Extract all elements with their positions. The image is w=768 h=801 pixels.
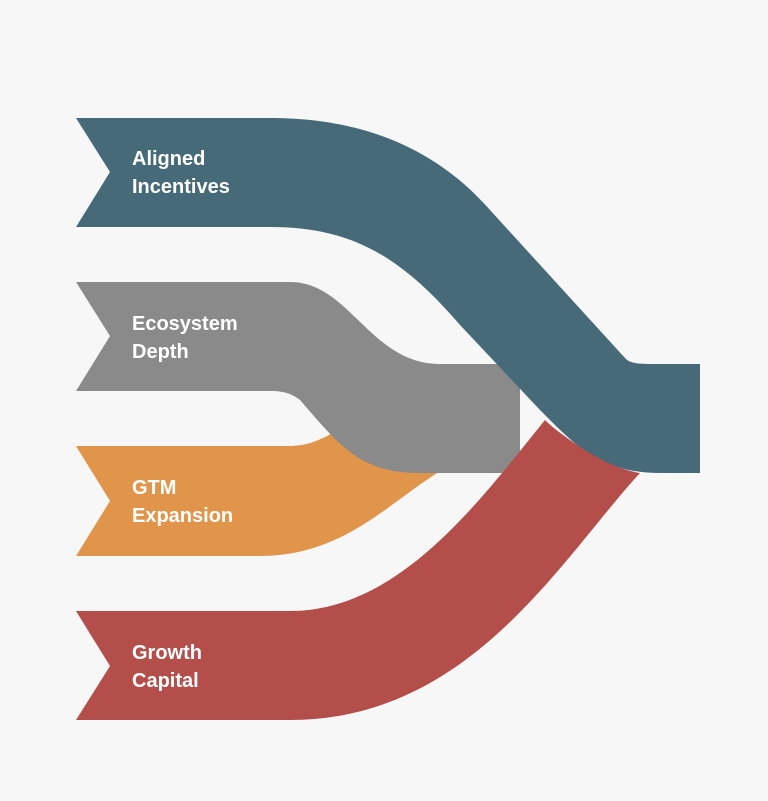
stream-band-aligned-incentives — [76, 118, 700, 473]
stream-label-ecosystem-depth: Ecosystem Depth — [132, 313, 243, 363]
stream-band-growth-capital — [76, 420, 640, 720]
stream-label-aligned-incentives: Aligned Incentives — [132, 148, 230, 198]
stream-label-gtm-expansion: GTM Expansion — [132, 477, 233, 527]
stream-label-growth-capital: Growth Capital — [132, 642, 208, 692]
stream-band-ecosystem-depth — [76, 282, 520, 473]
